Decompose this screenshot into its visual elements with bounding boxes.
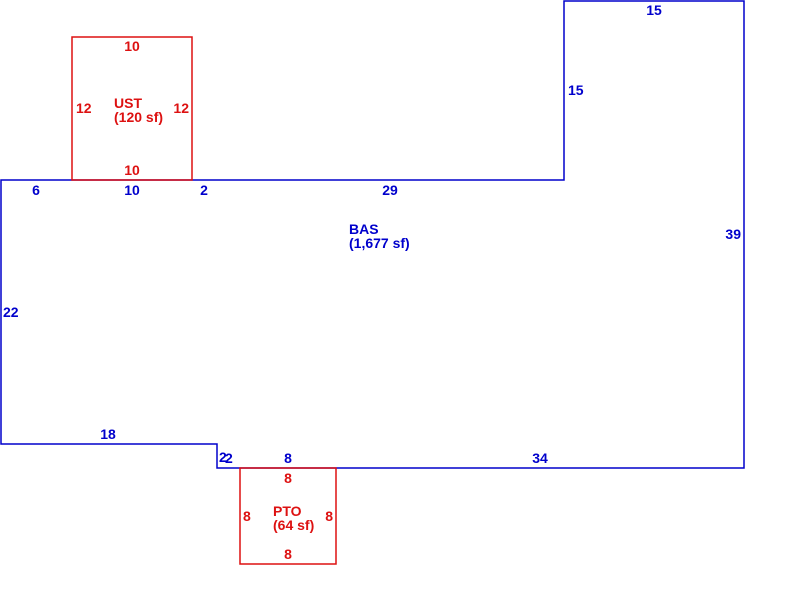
dim-pto-right: 8 — [325, 508, 333, 524]
dim-bas-top-far-right: 15 — [646, 2, 662, 18]
dim-bas-top-small: 2 — [200, 182, 208, 198]
dim-ust-right: 12 — [173, 100, 189, 116]
dim-bas-bottom-left: 18 — [100, 426, 116, 442]
dim-pto-top: 8 — [284, 470, 292, 486]
bas-area-label: (1,677 sf) — [349, 235, 410, 251]
bas-outline — [0, 0, 745, 469]
dim-ust-top: 10 — [124, 38, 140, 54]
ust-area-label: (120 sf) — [114, 109, 163, 125]
dim-ust-left: 12 — [76, 100, 92, 116]
bas-code-label: BAS — [349, 221, 379, 237]
dim-ust-bottom: 10 — [124, 162, 140, 178]
dim-bas-top-middle: 29 — [382, 182, 398, 198]
dim-pto-bottom: 8 — [284, 546, 292, 562]
dim-bas-top-left: 6 — [32, 182, 40, 198]
pto-outline — [239, 467, 337, 565]
dim-bas-step-a: 2 — [219, 449, 227, 465]
pto-area-label: (64 sf) — [273, 517, 314, 533]
ust-outline — [71, 36, 193, 181]
dim-bas-right-notch: 15 — [568, 82, 584, 98]
dim-bas-bottom-right: 34 — [532, 450, 548, 466]
dim-bas-step-b: 2 — [225, 450, 233, 466]
dim-bas-right: 39 — [725, 226, 741, 242]
dim-bas-bottom-small: 8 — [284, 450, 292, 466]
ust-code-label: UST — [114, 95, 142, 111]
pto-code-label: PTO — [273, 503, 302, 519]
dim-bas-top-under-ust: 10 — [124, 182, 140, 198]
dim-bas-left: 22 — [3, 304, 19, 320]
dim-pto-left: 8 — [243, 508, 251, 524]
